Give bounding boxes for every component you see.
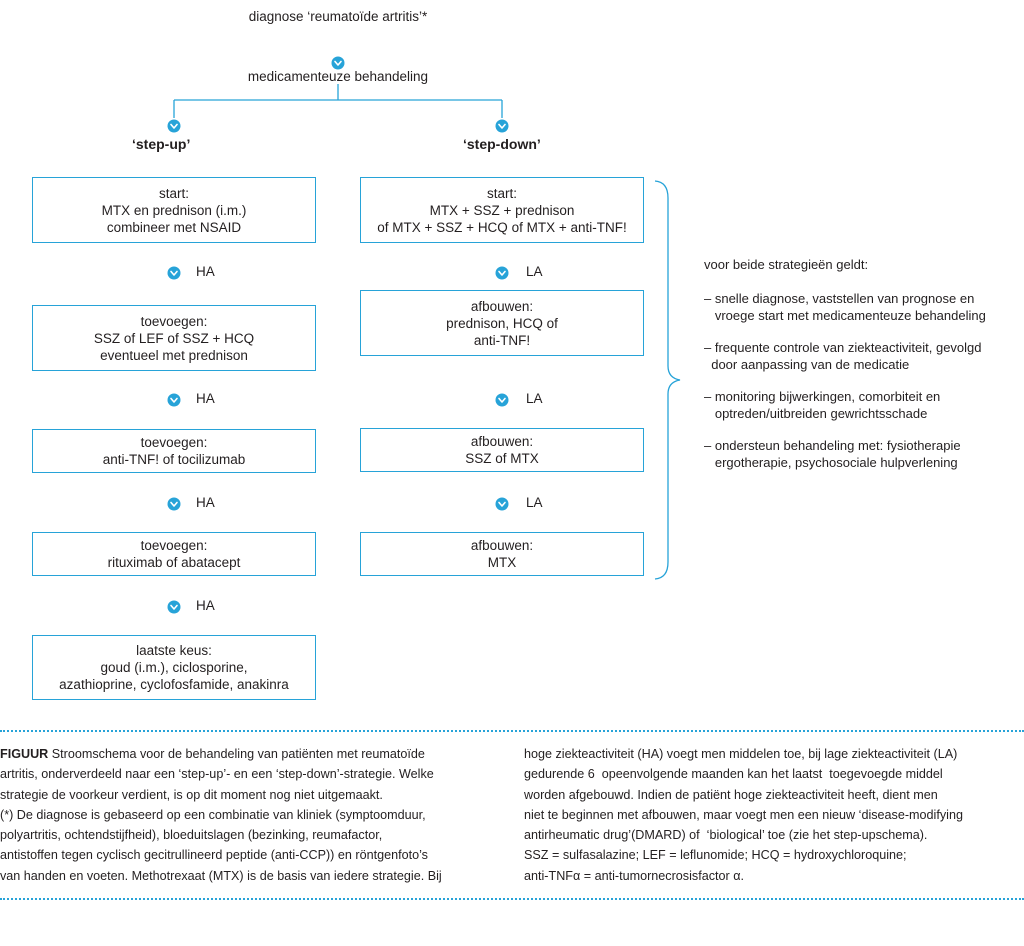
caption-label: FIGUUR bbox=[0, 747, 49, 761]
box-line: SSZ of LEF of SSZ + HCQ bbox=[93, 330, 255, 346]
step-up-box-last: laatste keus: goud (i.m.), ciclosporine,… bbox=[32, 635, 316, 700]
step-down-box-reduce-2: afbouwen: SSZ of MTX bbox=[360, 428, 644, 472]
diagnosis-label: diagnose ‘reumatoïde artritis’* bbox=[248, 9, 428, 24]
arrow-label-la: LA bbox=[526, 391, 543, 406]
caption-line: niet te beginnen met afbouwen, maar voeg… bbox=[524, 807, 963, 822]
arrow-label-la: LA bbox=[526, 264, 543, 279]
note-line: optreden/uitbreiden gewrichtsschade bbox=[704, 406, 928, 421]
box-line: prednison, HCQ of bbox=[446, 315, 558, 331]
note-line: – snelle diagnose, vaststellen van progn… bbox=[704, 291, 975, 306]
step-up-box-start: start: MTX en prednison (i.m.) combineer… bbox=[32, 177, 316, 243]
caption-line: antistoffen tegen cyclisch gecitrullinee… bbox=[0, 848, 428, 863]
caption-line: hoge ziekteactiviteit (HA) voegt men mid… bbox=[524, 747, 958, 761]
box-line: rituximab of abatacept bbox=[107, 555, 241, 570]
caption-line: Stroomschema voor de behandeling van pat… bbox=[48, 747, 425, 761]
box-line: toevoegen: bbox=[140, 313, 208, 329]
caption-line: antirheumatic drug’(DMARD) of ‘biologica… bbox=[524, 828, 928, 843]
box-line: combineer met NSAID bbox=[106, 219, 242, 235]
box-line: eventueel met prednison bbox=[100, 347, 248, 363]
chevron-down-circle-icon bbox=[167, 600, 181, 614]
note-line: door aanpassing van de medicatie bbox=[704, 357, 910, 372]
chevron-down-circle-icon bbox=[167, 497, 181, 511]
caption-line: strategie de voorkeur verdient, is op di… bbox=[0, 787, 383, 802]
notes-title: voor beide strategieën geldt: bbox=[704, 257, 869, 272]
box-line: anti-TNF! bbox=[473, 332, 531, 348]
caption-line: gedurende 6 opeenvolgende maanden kan he… bbox=[524, 767, 943, 782]
notes-panel: voor beide strategieën geldt: – snelle d… bbox=[704, 256, 1019, 471]
chevron-down-circle-icon bbox=[167, 266, 181, 280]
chevron-down-circle-icon bbox=[167, 119, 181, 133]
caption-right: hoge ziekteactiviteit (HA) voegt men mid… bbox=[524, 744, 1024, 886]
box-line: toevoegen: bbox=[140, 435, 208, 450]
caption-rule-bottom bbox=[0, 898, 1024, 900]
box-line: goud (i.m.), ciclosporine, bbox=[100, 660, 248, 675]
arrow-label-ha: HA bbox=[196, 598, 215, 613]
box-line: afbouwen: bbox=[470, 298, 534, 314]
chevron-down-circle-icon bbox=[495, 119, 509, 133]
note-line: vroege start met medicamenteuze behandel… bbox=[704, 308, 986, 323]
step-up-box-add-2: toevoegen: anti-TNF! of tocilizumab bbox=[32, 429, 316, 473]
step-up-box-add-3: toevoegen: rituximab of abatacept bbox=[32, 532, 316, 576]
box-line: SSZ of MTX bbox=[465, 451, 539, 466]
chevron-down-circle-icon bbox=[167, 393, 181, 407]
arrow-label-ha: HA bbox=[196, 495, 215, 510]
step-down-heading: ‘step-down’ bbox=[463, 136, 541, 152]
box-line: laatste keus: bbox=[136, 643, 212, 658]
caption-line: van handen en voeten. Methotrexaat (MTX)… bbox=[0, 868, 442, 883]
note-line: – monitoring bijwerkingen, comorbiteit e… bbox=[704, 389, 941, 404]
box-line: azathioprine, cyclofosfamide, anakinra bbox=[59, 677, 289, 692]
box-line: MTX en prednison (i.m.) bbox=[101, 202, 247, 218]
note-line: ergotherapie, psychosociale hulpverlenin… bbox=[704, 455, 958, 470]
arrow-label-ha: HA bbox=[196, 264, 215, 279]
chevron-down-circle-icon bbox=[495, 393, 509, 407]
step-up-heading: ‘step-up’ bbox=[132, 136, 191, 152]
caption-line-first: FIGUUR Stroomschema voor de behandeling … bbox=[0, 744, 500, 764]
note-line: – frequente controle van ziekteactivitei… bbox=[704, 340, 982, 355]
box-line: MTX bbox=[487, 555, 517, 570]
note-line: – ondersteun behandeling met: fysiothera… bbox=[704, 438, 961, 453]
caption-line: SSZ = sulfasalazine; LEF = leflunomide; … bbox=[524, 848, 907, 863]
caption-left: FIGUUR Stroomschema voor de behandeling … bbox=[0, 744, 500, 886]
step-down-box-start: start: MTX + SSZ + prednison of MTX + SS… bbox=[360, 177, 644, 243]
box-line: start: bbox=[158, 185, 189, 201]
box-line: start: bbox=[486, 185, 517, 201]
treatment-label: medicamenteuze behandeling bbox=[247, 69, 429, 84]
box-line: anti-TNF! of tocilizumab bbox=[102, 452, 246, 467]
step-up-box-add-1: toevoegen: SSZ of LEF of SSZ + HCQ event… bbox=[32, 305, 316, 371]
caption-rule-top bbox=[0, 730, 1024, 732]
caption-line: polyartritis, ochtendstijfheid), bloedui… bbox=[0, 828, 383, 843]
caption-line: artritis, onderverdeeld naar een ‘step-u… bbox=[0, 767, 434, 782]
chevron-down-circle-icon bbox=[495, 266, 509, 280]
caption-line: anti-TNFα = anti-tumornecrosisfactor α. bbox=[524, 868, 744, 883]
box-line: afbouwen: bbox=[470, 434, 534, 449]
box-line: of MTX + SSZ + HCQ of MTX + anti-TNF! bbox=[377, 219, 627, 235]
chevron-down-circle-icon bbox=[331, 56, 345, 70]
box-line: toevoegen: bbox=[140, 538, 208, 553]
chevron-down-circle-icon bbox=[495, 497, 509, 511]
arrow-label-la: LA bbox=[526, 495, 543, 510]
step-down-box-reduce-1: afbouwen: prednison, HCQ of anti-TNF! bbox=[360, 290, 644, 356]
arrow-label-ha: HA bbox=[196, 391, 215, 406]
step-down-box-reduce-3: afbouwen: MTX bbox=[360, 532, 644, 576]
caption-line: (*) De diagnose is gebaseerd op een comb… bbox=[0, 807, 426, 822]
box-line: afbouwen: bbox=[470, 538, 534, 553]
box-line: MTX + SSZ + prednison bbox=[429, 202, 575, 218]
caption-line: worden afgebouwd. Indien de patiënt hoge… bbox=[524, 787, 938, 802]
